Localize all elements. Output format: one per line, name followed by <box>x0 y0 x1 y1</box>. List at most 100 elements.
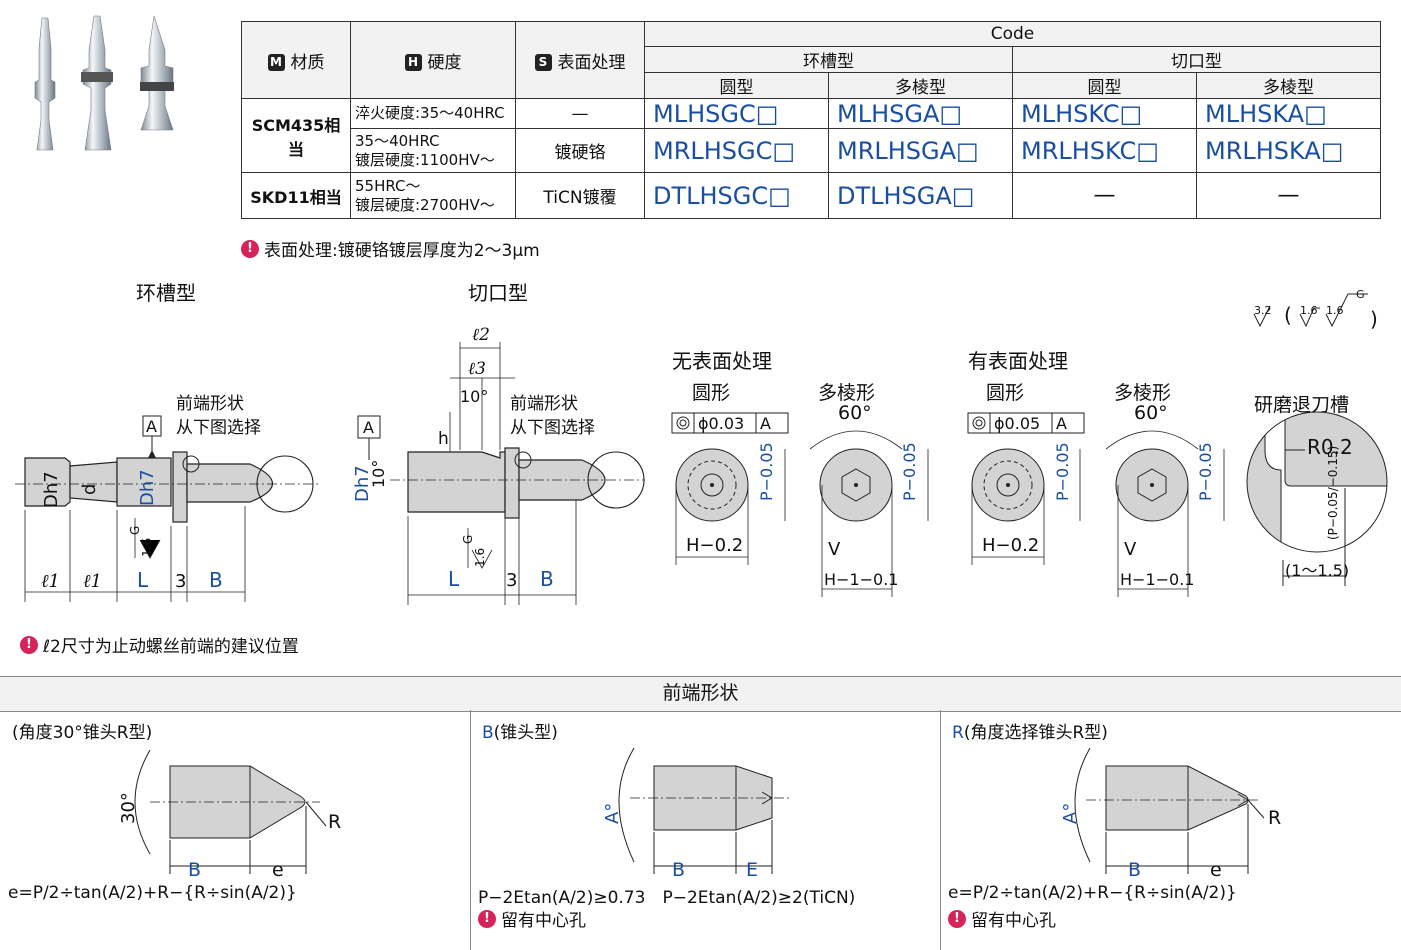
code-cell[interactable]: DTLHSGC□ <box>644 172 829 219</box>
surface-finish-symbols: 3.2 ( 1.6 1.6 G ) <box>1253 288 1378 331</box>
surface-grade: G <box>461 535 475 544</box>
header-round-1: 圆型 <box>644 72 829 99</box>
hardness-cell: 35～40HRC 镀层硬度:1100HV～ <box>350 128 516 173</box>
grinding-relief-detail: R0.2 (P−0.05/−0.15) (1～1.5) <box>1246 411 1388 586</box>
material-skd11: SKD11相当 <box>241 172 351 219</box>
dim-l1: ℓ1 <box>83 571 102 592</box>
tolerance-003: ϕ0.03 <box>698 414 744 433</box>
dim-10: 10° <box>460 387 488 406</box>
dim-H: H−0.2 <box>686 535 743 556</box>
dim-R: R <box>1268 807 1281 829</box>
code-cell[interactable]: MRLHSKA□ <box>1196 128 1381 173</box>
tip-section-header: 前端形状 <box>0 676 1401 712</box>
header-poly-2: 多棱型 <box>1196 72 1381 99</box>
datum-a: A <box>760 414 771 433</box>
surface-cell: — <box>515 98 645 129</box>
dim-R: R <box>328 811 341 833</box>
dim-B: B <box>540 567 554 591</box>
pin-photo-2 <box>81 15 113 151</box>
tolerance-005: ϕ0.05 <box>994 414 1040 433</box>
dim-B: B <box>1128 859 1141 878</box>
badge-m: M <box>267 54 285 71</box>
angle-label: A° <box>1060 803 1081 824</box>
label-grinding: 研磨退刀槽 <box>1254 394 1350 416</box>
header-poly-1: 多棱型 <box>828 72 1013 99</box>
p-tolerance: (P−0.05/−0.15) <box>1326 446 1340 540</box>
title-no-surface: 无表面处理 <box>672 349 772 373</box>
warning-icon: ! <box>20 635 38 654</box>
angle-label: 60° <box>838 402 872 424</box>
code-cell[interactable]: MRLHSGC□ <box>644 128 829 173</box>
tip-drawing: B E A° <box>602 747 790 878</box>
tip-panel-r: R(角度选择锥头R型) B e R A° e=P/2÷tan(A/2)+R−{R… <box>940 710 1401 950</box>
header-group-cut: 切口型 <box>1012 46 1381 73</box>
product-photos <box>34 15 174 151</box>
title-groove: 环槽型 <box>136 281 196 305</box>
center-hole-note: !留有中心孔 <box>478 906 586 931</box>
header-round-2: 圆型 <box>1012 72 1197 99</box>
center-hole-note: !留有中心孔 <box>948 906 1056 931</box>
surface-symbol: 1.6 <box>1300 304 1318 317</box>
dim-h: h <box>438 429 449 449</box>
dim-3: 3 <box>175 571 186 592</box>
dim-l2: ℓ2 <box>472 325 490 345</box>
badge-h: H <box>404 54 422 71</box>
warning-icon: ! <box>241 239 259 258</box>
label-poly: 多棱形 <box>1114 382 1172 404</box>
dim-P: P−0.05 <box>900 442 919 501</box>
warning-icon: ! <box>478 909 496 928</box>
surface-cell: 镀硬铬 <box>515 128 645 173</box>
cross-sections: ϕ0.03 ϕ0.05 A A H−0.2 V H−1−0.1 H−0.2 V … <box>671 412 1225 597</box>
pin-photo-1 <box>34 17 56 151</box>
code-cell[interactable]: MRLHSKC□ <box>1012 128 1197 173</box>
formula: e=P/2÷tan(A/2)+R−{R÷sin(A/2)} <box>8 883 297 903</box>
formula: e=P/2÷tan(A/2)+R−{R÷sin(A/2)} <box>948 883 1237 903</box>
dim-B: B <box>672 859 685 878</box>
title-with-surface: 有表面处理 <box>968 349 1068 373</box>
dim-e: e <box>272 859 284 880</box>
code-cell-empty: — <box>1196 172 1381 219</box>
datum-a: A <box>146 417 157 436</box>
header-group-groove: 环槽型 <box>644 46 1013 73</box>
surface-symbol: 1.6 <box>140 538 154 557</box>
code-cell[interactable]: MLHSGA□ <box>828 98 1013 129</box>
dim-3: 3 <box>506 570 517 591</box>
dim-Dh7: Dh7 <box>41 471 62 508</box>
surface-symbol: 1.6 <box>473 548 487 567</box>
surface-grade: G <box>128 526 142 535</box>
dim-e: e <box>1210 859 1222 878</box>
surface-grade: G <box>1356 288 1365 301</box>
tip-drawing: B e R 30° <box>118 750 341 880</box>
dim-H1: H−1−0.1 <box>824 570 898 589</box>
dim-l1: ℓ1 <box>41 571 60 592</box>
dim-H: H−0.2 <box>982 535 1039 556</box>
dim-L: L <box>137 568 149 592</box>
range-label: (1～1.5) <box>1285 561 1349 580</box>
tip-panel-30: (角度30°锥头R型) B e R 30° e=P/2÷tan(A/2)+R−{… <box>0 710 471 950</box>
dim-V: V <box>1124 539 1137 560</box>
code-cell[interactable]: MLHSKA□ <box>1196 98 1381 129</box>
dim-P: P−0.05 <box>757 442 776 501</box>
dim-l3: ℓ3 <box>468 359 486 379</box>
warning-icon: ! <box>948 909 966 928</box>
dim-P: P−0.05 <box>1196 442 1215 501</box>
code-cell[interactable]: MLHSGC□ <box>644 98 829 129</box>
code-cell[interactable]: MLHSKC□ <box>1012 98 1197 129</box>
dim-Dh7: Dh7 <box>137 469 158 506</box>
label-round: 圆形 <box>692 382 731 404</box>
tip-drawing: B e R A° <box>1060 747 1281 878</box>
code-cell[interactable]: MRLHSGA□ <box>828 128 1013 173</box>
tip-callout: 前端形状 从下图选择 <box>510 394 595 438</box>
title-cut: 切口型 <box>468 281 528 305</box>
code-cell[interactable]: DTLHSGA□ <box>828 172 1013 219</box>
tip-callout: 前端形状 从下图选择 <box>176 394 261 438</box>
l2-note: !ℓ2尺寸为止动螺丝前端的建议位置 <box>20 632 299 657</box>
material-scm435: SCM435相当 <box>241 98 351 173</box>
datum-a: A <box>1056 414 1067 433</box>
dim-Dh7: Dh7 <box>352 465 373 502</box>
surface-note: !表面处理:镀硬铬镀层厚度为2～3μm <box>241 236 540 261</box>
